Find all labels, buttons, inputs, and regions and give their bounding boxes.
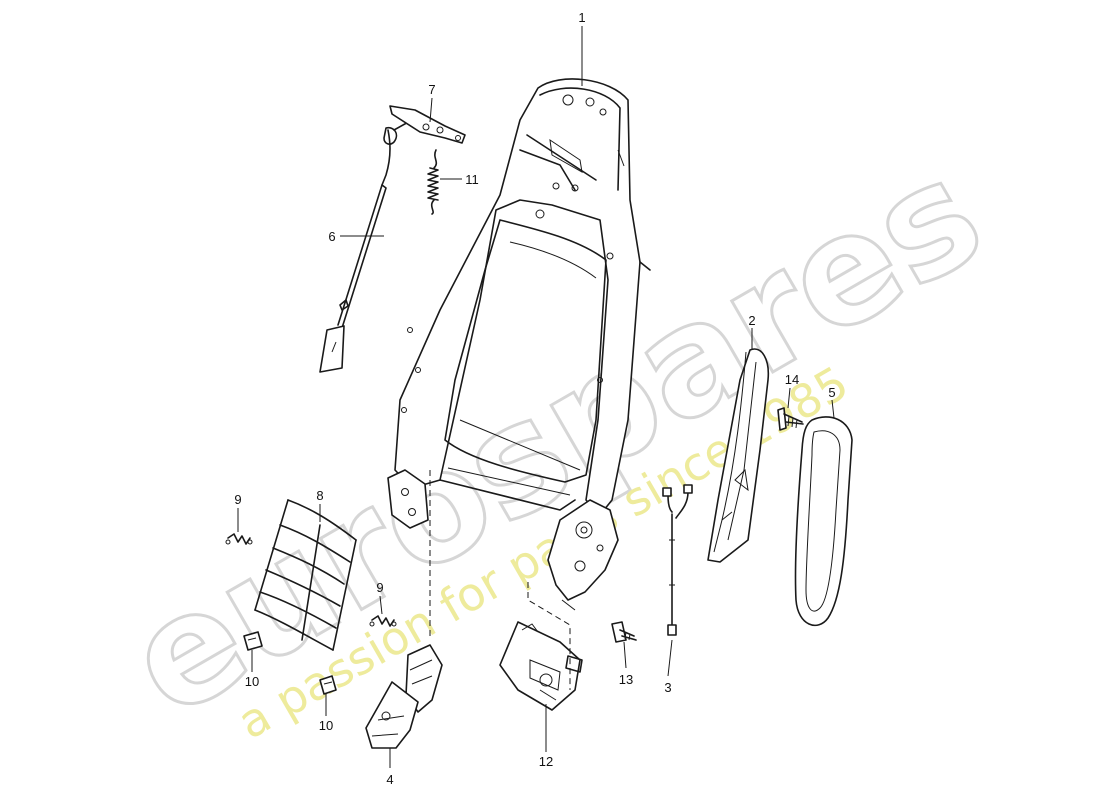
screw-14 [777,407,804,431]
bolt-13 [611,621,637,643]
callout-1: 1 [578,10,585,25]
lumbar-wire-grid [254,499,357,651]
clip-right [319,675,337,695]
lever-plate [389,105,466,144]
callout-6: 6 [328,229,335,244]
clip-left [243,631,263,651]
callout-labels: 1 2 3 4 5 6 7 8 9 9 10 10 11 12 13 14 [234,10,835,787]
callout-2: 2 [748,313,755,328]
callout-9-left: 9 [234,492,241,507]
callout-3: 3 [664,680,671,695]
callout-5: 5 [828,385,835,400]
callout-4: 4 [386,772,393,787]
side-trim-pad [794,416,853,627]
callout-10-right: 10 [319,718,333,733]
callout-7: 7 [428,82,435,97]
small-spring-right [369,615,397,627]
adjuster-motor [365,644,443,749]
small-spring-left [225,533,253,545]
callout-10-left: 10 [245,674,259,689]
seat-back-frame [387,78,651,611]
wiring-harness [662,484,693,636]
callout-14: 14 [785,372,799,387]
callout-12: 12 [539,754,553,769]
bowden-cable [319,119,413,373]
callout-9-right: 9 [376,580,383,595]
motor-bracket [499,582,583,711]
leader-lines [237,26,835,768]
callout-13: 13 [619,672,633,687]
side-panel [707,348,770,563]
callout-11: 11 [465,172,479,187]
tension-spring [427,149,439,215]
callout-8: 8 [316,488,323,503]
